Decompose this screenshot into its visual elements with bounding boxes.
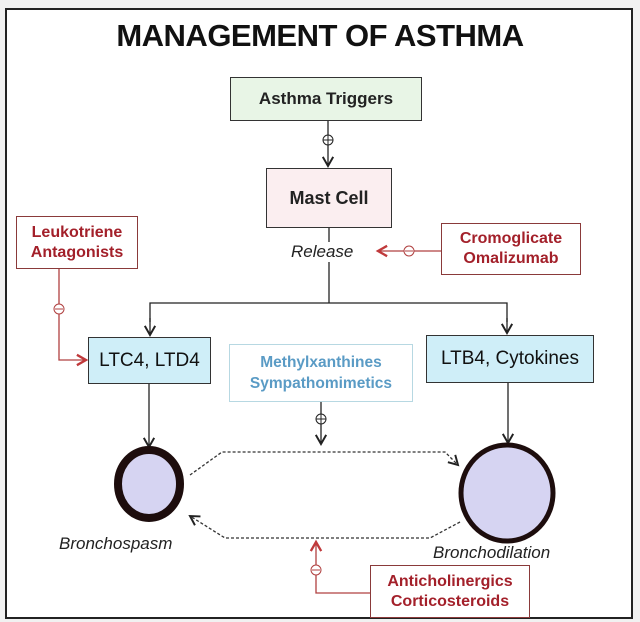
- dashed-arrow-to-bronchospasm: [188, 514, 461, 539]
- mast-cell-box: Mast Cell: [266, 168, 392, 228]
- bronchodilation-label: Bronchodilation: [433, 543, 551, 562]
- asthma-triggers-box: Asthma Triggers: [230, 77, 422, 121]
- diagram-title: MANAGEMENT OF ASTHMA: [116, 18, 524, 53]
- constricted-airway: [114, 446, 184, 522]
- ltb-cytokines-box: LTB4, Cytokines: [426, 335, 594, 383]
- arrow-branch: [149, 302, 508, 322]
- dashed-arrow-to-bronchodilation: [189, 451, 460, 476]
- release-label: Release: [291, 242, 354, 261]
- dilated-airway: [458, 442, 556, 544]
- bronchospasm-label: Bronchospasm: [59, 534, 173, 553]
- inhibit-arrow-anticholinergics: [309, 539, 370, 594]
- ltc-ltd-box: LTC4, LTD4: [88, 337, 211, 384]
- inhibit-arrow-leukotriene: [58, 269, 89, 367]
